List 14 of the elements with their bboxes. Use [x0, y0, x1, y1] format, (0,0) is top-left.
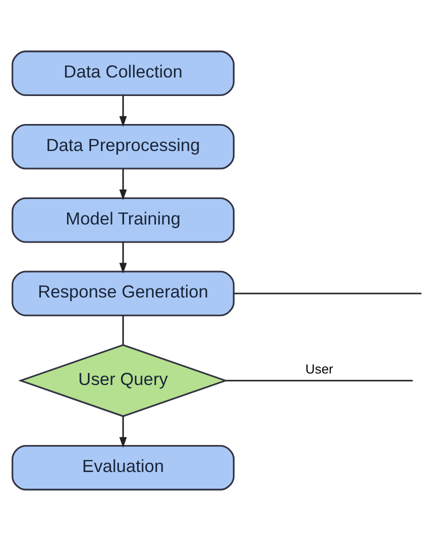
edge-label: User: [305, 361, 334, 376]
node-box: Data Collection: [12, 50, 235, 96]
node-diamond: User Query: [18, 344, 228, 417]
node-box: Response Generation: [12, 270, 235, 316]
arrow: [119, 416, 127, 448]
arrow: [119, 242, 127, 274]
node-box: Data Preprocessing: [12, 123, 235, 169]
arrow: [119, 168, 127, 200]
connector: [234, 292, 422, 294]
connector: [122, 315, 124, 344]
node-box: Model Training: [12, 196, 235, 242]
arrow: [119, 94, 127, 126]
node-box: Evaluation: [12, 444, 235, 490]
connector: [226, 379, 413, 381]
